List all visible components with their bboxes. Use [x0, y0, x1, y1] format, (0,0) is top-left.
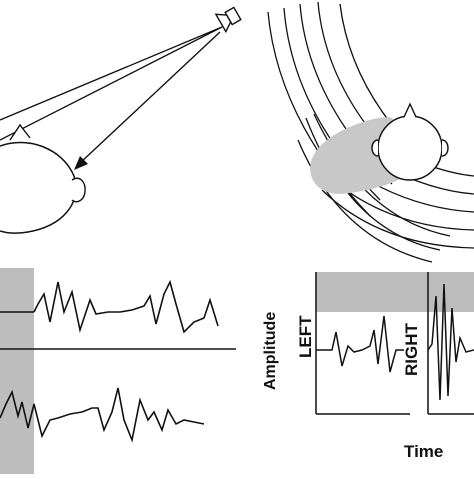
loudspeaker-icon: [214, 6, 242, 34]
ear-right: [441, 139, 449, 157]
beam-line-upper: [0, 26, 223, 121]
onset-delay-shade: [0, 268, 34, 474]
level-difference-shade: [316, 272, 474, 312]
nose: [9, 123, 31, 141]
beam-line-lower: [0, 26, 223, 141]
head-icon: [0, 123, 86, 234]
head-outline: [377, 115, 443, 181]
arrowhead: [74, 156, 88, 170]
time-axis-label: Time: [404, 442, 444, 461]
left-channel-label: LEFT: [296, 315, 315, 359]
waveform-left: [316, 315, 404, 373]
head-outline: [0, 141, 77, 234]
right-channel-label: RIGHT: [402, 323, 421, 376]
head-icon: [371, 102, 449, 181]
waveform-near-ear: [33, 279, 219, 334]
panel-time-difference: [0, 268, 236, 474]
ear-right: [71, 177, 86, 203]
waveform-right: [427, 283, 474, 401]
amplitude-axis-label: Amplitude: [262, 311, 279, 390]
nose: [403, 102, 417, 118]
ear-left: [371, 139, 379, 157]
waveform-far-ear: [0, 387, 205, 443]
panel-source-direction: [0, 6, 242, 234]
panel-head-shadow: [267, 1, 474, 263]
panel-level-difference: [315, 272, 474, 415]
arrow-to-ear: [79, 31, 221, 164]
